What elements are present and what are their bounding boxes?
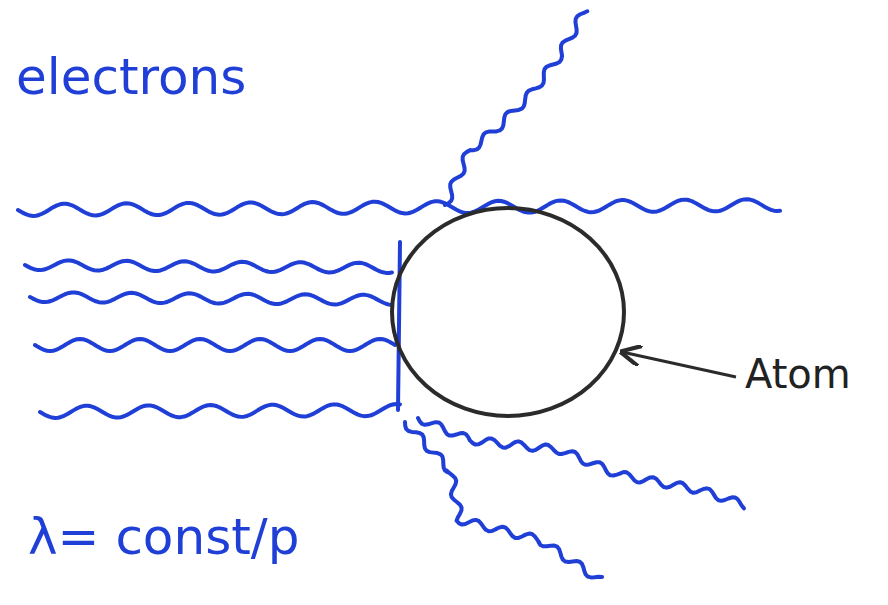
electron-wave [418, 418, 744, 508]
electron-wave [445, 11, 587, 205]
wavelength-formula: λ= const/p [28, 510, 299, 565]
atom-circle [392, 208, 624, 416]
pointer-arrow [622, 352, 736, 377]
electron-wave [35, 339, 395, 351]
electron-wave [30, 292, 392, 305]
electron-wave [405, 422, 602, 577]
atom-label: Atom [745, 352, 851, 396]
electron-wave [25, 260, 392, 273]
beam-label: electrons [16, 50, 246, 105]
electron-wave [398, 242, 400, 410]
electron-wave [18, 199, 780, 216]
electron-wave [40, 404, 400, 418]
